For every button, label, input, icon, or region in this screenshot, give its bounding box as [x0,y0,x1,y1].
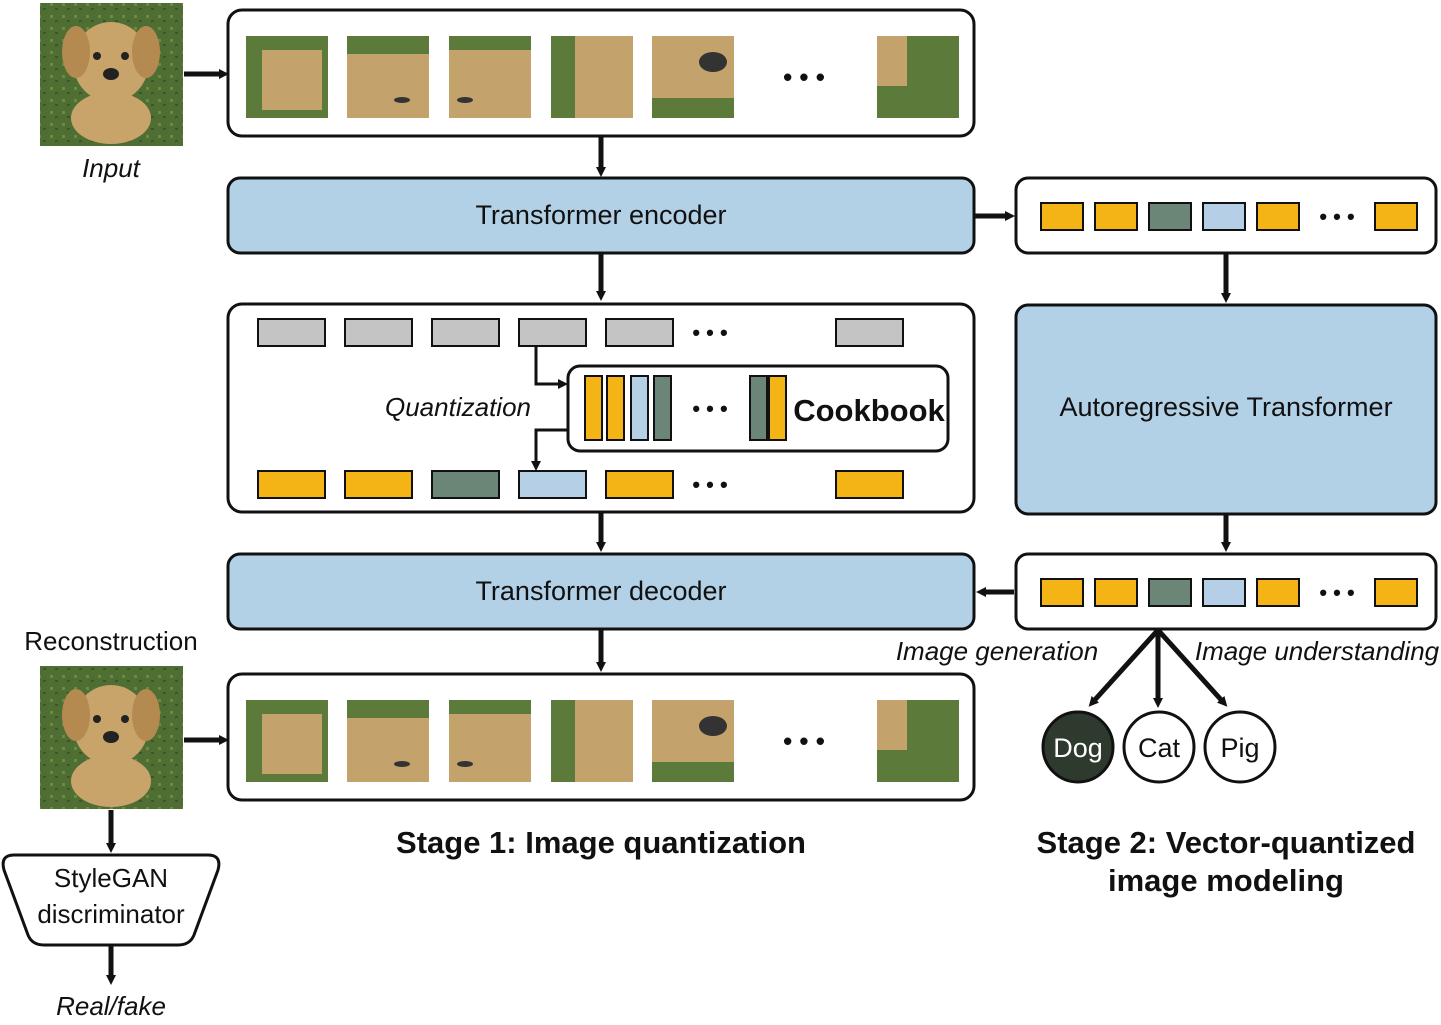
codebook-entry [653,375,672,441]
token-to-codebook-arrow [534,347,568,389]
stage2-caption-line1: Stage 2: Vector-quantized [1037,825,1416,860]
token [1094,578,1138,607]
image-understanding-label: Image understanding [1195,636,1440,666]
class-dog-label: Dog [1053,733,1103,763]
autoregressive-transformer [1014,303,1438,516]
arrow-to-dog [1088,628,1160,707]
codebook-entry [584,375,603,441]
token [257,470,326,499]
token [1202,578,1246,607]
class-pig-label: Pig [1220,733,1259,763]
transformer-encoder [226,176,976,255]
tokens-stage2-bottom [1040,578,1418,607]
discriminator-line2: discriminator [37,899,185,929]
token [518,318,587,347]
image-generation-label: Image generation [896,636,1098,666]
token [1040,202,1084,231]
codebook-label: Cookbook [793,393,945,428]
token [1256,578,1300,607]
token [1148,202,1192,231]
ellipsis-top: • • • [783,62,825,92]
codebook-entry [630,375,649,441]
input-image [40,3,183,146]
reconstruction-label: Reconstruction [24,626,197,656]
ellipsis-quantized: • • • [692,472,727,497]
quantization-label: Quantization [385,392,531,422]
input-label: Input [82,153,142,183]
token [835,318,904,347]
token [344,318,413,347]
ellipsis-bottom: • • • [783,726,825,756]
token [1148,578,1192,607]
ellipsis-continuous: • • • [692,320,727,345]
real-fake-label: Real/fake [56,991,166,1021]
codebook-to-token-arrow [531,428,567,471]
quantized-tokens [257,470,904,499]
ellipsis-stage2-top: • • • [1319,204,1354,229]
codebook-entry [768,375,787,441]
token [1374,202,1418,231]
ellipsis-codebook: • • • [692,396,727,421]
discriminator-line1: StyleGAN [54,863,168,893]
class-cat-node [1122,710,1196,784]
class-dog-node [1041,710,1115,784]
arrow-to-pig [1156,628,1228,707]
token [518,470,587,499]
autoregressive-label: Autoregressive Transformer [1059,392,1392,422]
patches-bottom [246,700,959,782]
class-cat-label: Cat [1138,733,1181,763]
token [1256,202,1300,231]
transformer-decoder [226,552,976,631]
stylegan-discriminator [1,853,221,947]
stage1-caption: Stage 1: Image quantization [396,825,806,860]
patches-top [246,36,959,118]
continuous-tokens [257,318,904,347]
token [1374,578,1418,607]
codebook-entries [584,375,787,441]
token [1202,202,1246,231]
token [1040,578,1084,607]
stage2-caption-line2: image modeling [1108,863,1344,898]
encoder-label: Transformer encoder [475,200,726,230]
token [835,470,904,499]
decoder-label: Transformer decoder [475,576,726,606]
token [605,318,674,347]
token [605,470,674,499]
ellipsis-stage2-bottom: • • • [1319,580,1354,605]
token [344,470,413,499]
tokens-stage2-top [1040,202,1418,231]
token [1094,202,1138,231]
codebook-entry [606,375,625,441]
codebook-entry [749,375,768,441]
reconstruction-image [40,666,183,809]
token [431,470,500,499]
token [431,318,500,347]
token [257,318,326,347]
class-pig-node [1203,710,1277,784]
